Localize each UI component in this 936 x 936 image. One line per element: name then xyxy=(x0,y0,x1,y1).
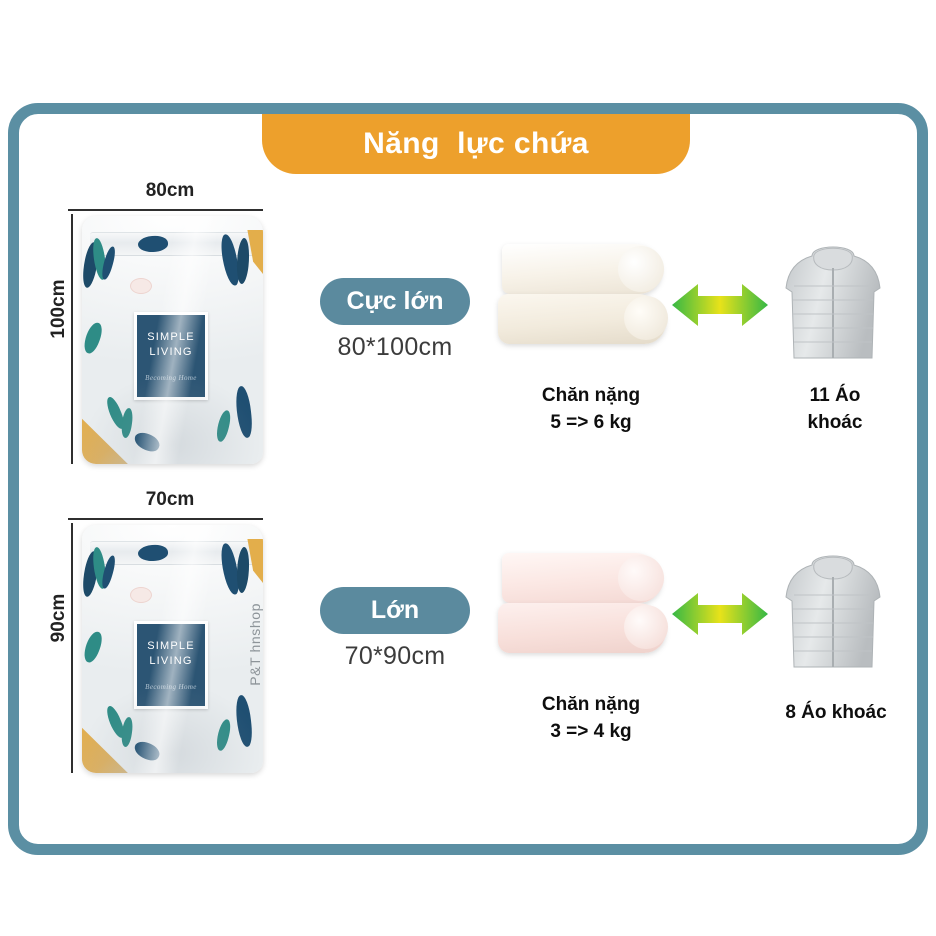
jacket-caption: 8 Áo khoác xyxy=(785,702,887,723)
capacity-row: 80cm 100cm xyxy=(0,178,936,478)
leaf-decor xyxy=(82,629,106,665)
brand-name-line1: SIMPLE xyxy=(147,640,195,652)
leaf-decor xyxy=(82,320,106,356)
bag-height-label: 100cm xyxy=(48,279,69,339)
double-arrow-icon xyxy=(672,591,768,637)
height-measure-line xyxy=(71,523,73,773)
bag-width-label: 70cm xyxy=(145,489,195,510)
bag-brand-label: SIMPLE LIVING Becoming Home xyxy=(134,312,208,400)
height-measure-line xyxy=(71,214,73,464)
double-arrow-svg xyxy=(672,284,768,326)
leaf-decor xyxy=(131,738,163,764)
comforter-caption: Chăn nặng 3 => 4 kg xyxy=(541,694,641,742)
comforter-roll-bottom xyxy=(624,605,668,649)
leaf-decor xyxy=(214,718,233,752)
brand-tagline: Becoming Home xyxy=(145,374,197,382)
bag-valve-icon xyxy=(130,278,152,294)
jacket-image-block xyxy=(778,240,888,366)
bag-brand-label: SIMPLE LIVING Becoming Home xyxy=(134,621,208,709)
size-block: Lớn 70*90cm xyxy=(305,587,485,671)
size-name-badge: Lớn xyxy=(320,587,470,634)
puffer-jacket-image xyxy=(785,555,881,668)
puffer-jacket-image xyxy=(785,246,881,359)
width-measure-line xyxy=(68,209,263,211)
comforter-image-block xyxy=(498,549,678,669)
leaf-decor xyxy=(119,407,135,439)
bag-valve-icon xyxy=(130,587,152,603)
shop-watermark: P&T hnshop xyxy=(247,603,263,686)
brand-name-line2: LIVING xyxy=(149,346,193,358)
comforter-roll-top xyxy=(618,246,664,292)
capacity-row: 70cm 90cm xyxy=(0,487,936,787)
comforter-image xyxy=(498,240,670,352)
comforter-roll-bottom xyxy=(624,296,668,340)
bag-height-label: 90cm xyxy=(48,593,69,643)
vacuum-bag-image: SIMPLE LIVING Becoming Home P&T hnshop xyxy=(82,525,263,773)
brand-name-line1: SIMPLE xyxy=(147,331,195,343)
bag-illustration-block: 70cm 90cm xyxy=(38,487,278,777)
comforter-caption: Chăn nặng 5 => 6 kg xyxy=(541,385,641,433)
size-dimensions: 80*100cm xyxy=(337,333,453,361)
comforter-roll-top xyxy=(618,555,664,601)
width-measure-line xyxy=(68,518,263,520)
leaf-decor xyxy=(131,429,163,455)
jacket-image-block xyxy=(778,549,888,675)
leaf-decor xyxy=(234,385,254,439)
size-dimensions: 70*90cm xyxy=(344,642,446,670)
size-block: Cực lớn 80*100cm xyxy=(305,278,485,362)
size-name-badge: Cực lớn xyxy=(320,278,470,325)
brand-name-line2: LIVING xyxy=(149,655,193,667)
vacuum-bag-image: SIMPLE LIVING Becoming Home xyxy=(82,216,263,464)
bag-width-label: 80cm xyxy=(145,180,195,201)
brand-tagline: Becoming Home xyxy=(145,683,197,691)
leaf-decor xyxy=(119,716,135,748)
bag-illustration-block: 80cm 100cm xyxy=(38,178,278,468)
jacket-caption: 11 Áo khoác xyxy=(807,385,863,433)
page-title: Năng lực chứa xyxy=(363,127,589,160)
leaf-decor xyxy=(214,409,233,443)
leaf-decor xyxy=(234,694,254,748)
comforter-image-block xyxy=(498,240,678,360)
double-arrow-svg xyxy=(672,593,768,635)
double-arrow-icon xyxy=(672,282,768,328)
title-banner: Năng lực chứa xyxy=(262,114,690,174)
comforter-image xyxy=(498,549,670,661)
